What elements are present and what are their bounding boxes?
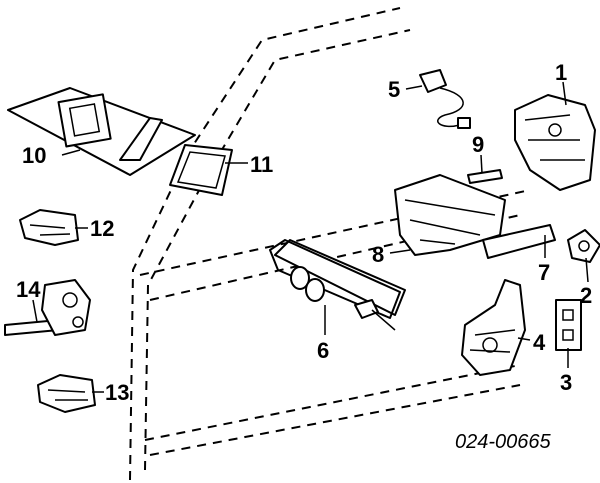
callout-10: 10 [22, 143, 46, 168]
callout-9: 9 [472, 132, 484, 157]
part-6-lock-cylinder-set [269, 239, 406, 331]
part-5-switch [419, 69, 471, 129]
part-11-gasket [169, 144, 233, 196]
callout-6: 6 [317, 338, 329, 363]
callout-5: 5 [388, 77, 400, 102]
callout-13: 13 [105, 380, 129, 405]
part-14-door-check [4, 279, 91, 336]
callout-4: 4 [533, 330, 546, 355]
reference-code: 024-00665 [455, 431, 552, 453]
part-7-outer-handle [482, 224, 556, 259]
callout-3: 3 [560, 370, 572, 395]
callout-7: 7 [538, 260, 550, 285]
part-13-handle [37, 374, 96, 413]
callout-14: 14 [16, 277, 41, 302]
part-9-rod [467, 169, 503, 184]
part-8-outer-handle-bracket [394, 174, 506, 256]
callout-1: 1 [555, 60, 567, 85]
leader-lines [32, 81, 589, 393]
part-2-striker [567, 229, 600, 263]
callout-11: 11 [250, 152, 273, 177]
part-4-actuator [461, 279, 526, 376]
callout-8: 8 [372, 242, 384, 267]
callout-12: 12 [90, 216, 114, 241]
part-12-inner-handle [19, 209, 79, 246]
part-10-bracket-panel [7, 87, 196, 176]
callout-2: 2 [580, 283, 592, 308]
part-1-lock-assembly [514, 94, 596, 191]
part-3-plate [555, 299, 582, 351]
